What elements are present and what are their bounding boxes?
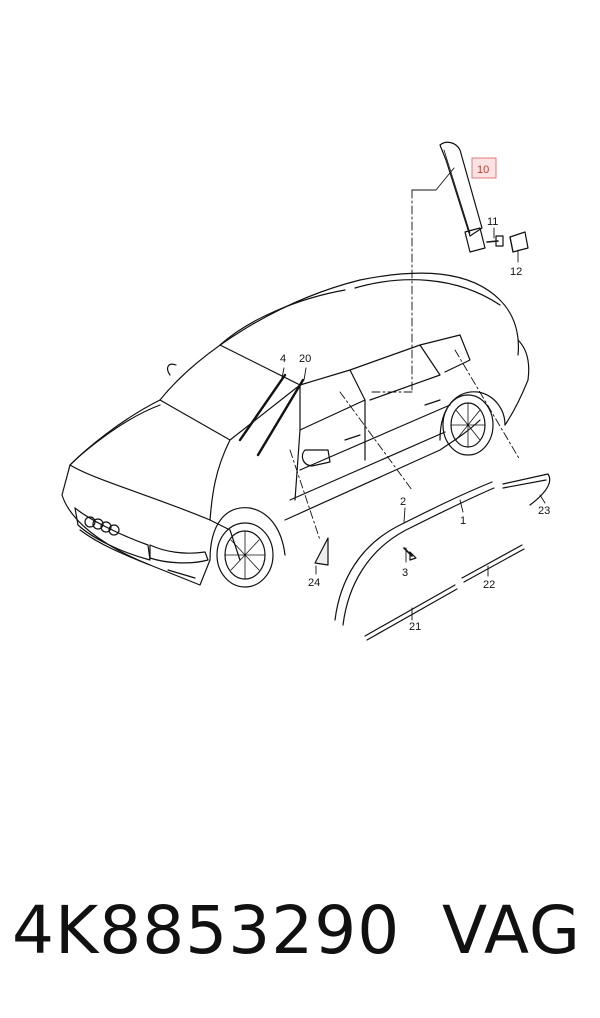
callout-22: 22: [483, 579, 495, 591]
callout-24: 24: [308, 577, 320, 589]
part-number: 4K8853290: [12, 892, 401, 969]
part-12-clip: [509, 231, 529, 253]
callout-3: 3: [402, 567, 408, 579]
parts-diagram: 10 11 12 4 20 2 1 3 23 22 21 24: [61, 141, 551, 641]
car-illustration: [61, 272, 530, 588]
part-3-clip: [403, 547, 417, 561]
callout-23: 23: [538, 505, 550, 517]
part-10-trim: [439, 141, 486, 253]
leader-lines: [281, 167, 546, 621]
callout-20: 20: [299, 353, 311, 365]
callout-12: 12: [510, 266, 522, 278]
callout-2: 2: [400, 496, 406, 508]
footer-row: 4K8853290 VAG: [0, 880, 600, 990]
callout-11: 11: [487, 216, 498, 228]
brand-label: VAG: [442, 892, 582, 969]
highlight-box-10: [471, 157, 497, 179]
part-11-screw: [486, 235, 504, 247]
part-1-2-23-strips: [334, 473, 551, 626]
callout-labels: 10 11 12 4 20 2 1 3 23 22 21 24: [280, 157, 550, 633]
callout-4: 4: [280, 353, 286, 365]
part-22-strip: [461, 544, 525, 583]
callout-10: 10: [477, 164, 489, 176]
part-24-cover: [314, 537, 329, 566]
callout-1: 1: [460, 515, 466, 527]
callout-21: 21: [409, 621, 421, 633]
